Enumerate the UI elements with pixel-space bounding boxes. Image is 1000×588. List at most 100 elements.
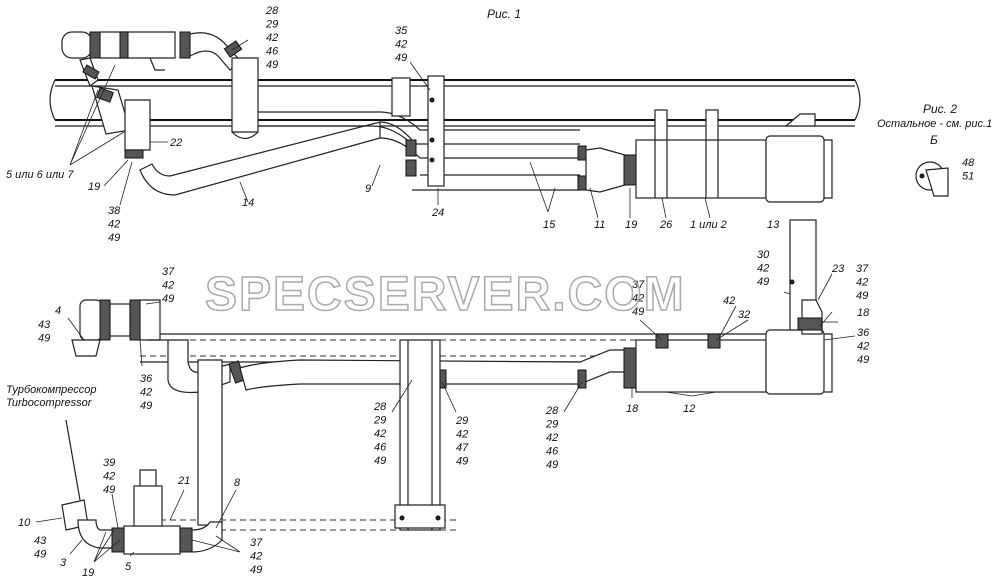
callout-line: 11 [594, 219, 605, 231]
callout-19-bottom: 19 [82, 567, 94, 579]
callout-line: 37 [250, 537, 263, 549]
callout-line: 46 [546, 446, 559, 458]
callout-line: 49 [250, 564, 262, 576]
callout-line: 12 [683, 403, 695, 415]
figure-2-title: Рис. 2 [923, 102, 957, 116]
bottom-crossmember [394, 339, 446, 531]
callout-line: 3 [60, 557, 67, 569]
top-pipe-9-15 [258, 111, 580, 191]
callout-3: 3 [60, 557, 67, 569]
callout-line: 49 [856, 290, 868, 302]
callout-line: 21 [177, 475, 190, 487]
callout-line: 28 [373, 401, 387, 413]
callout-line: 36 [140, 373, 153, 385]
callout-line: 49 [374, 455, 386, 467]
callout-line: 48 [962, 157, 975, 169]
callout-line: 43 [34, 535, 47, 547]
turbo-label-en: Turbocompressor [6, 397, 93, 409]
callout-line: 5 или 6 или 7 [6, 169, 74, 181]
callout-line: 29 [265, 19, 278, 31]
callout-line: 22 [169, 137, 182, 149]
callout-line: 24 [431, 207, 444, 219]
callout-14: 14 [242, 197, 254, 209]
bottom-turbo-outlet [61, 419, 223, 555]
callout-line: 49 [857, 354, 869, 366]
callout-line: 28 [265, 5, 279, 17]
callout-line: 42 [723, 295, 735, 307]
callout-line: 23 [831, 263, 845, 275]
callout-line: 42 [757, 263, 769, 275]
callout-32: 32 [738, 309, 750, 321]
top-upper-pipe [61, 31, 243, 135]
callout-line: 14 [242, 197, 254, 209]
callout-line: 35 [395, 25, 408, 37]
callout-line: 10 [18, 517, 31, 529]
top-bracket-24 [391, 75, 445, 187]
callout-line: 9 [365, 183, 371, 195]
callout-26: 26 [659, 219, 673, 231]
callout-line: 42 [632, 293, 644, 305]
callout-line: 49 [103, 484, 115, 496]
callout-42: 42 [723, 295, 735, 307]
callout-1-or-2: 1 или 2 [690, 219, 727, 231]
callout-line: 42 [162, 280, 174, 292]
callout-line: 49 [546, 459, 558, 471]
callout-22: 22 [169, 137, 182, 149]
callout-line: 13 [767, 219, 780, 231]
callout-line: 42 [856, 277, 868, 289]
callout-line: 1 или 2 [690, 219, 727, 231]
callout-line: 42 [108, 219, 120, 231]
callout-line: 19 [82, 567, 94, 579]
callout-line: 43 [38, 319, 51, 331]
callout-19-right: 19 [625, 219, 637, 231]
callout-line: 42 [374, 428, 386, 440]
callout-line: 42 [250, 551, 262, 563]
callout-line: 49 [456, 456, 468, 468]
callout-line: 29 [455, 415, 468, 427]
callout-line: 49 [395, 52, 407, 64]
callout-line: 51 [962, 171, 974, 183]
callout-24: 24 [431, 207, 444, 219]
figure-2-subtitle: Остальное - см. рис.1 [877, 118, 992, 130]
callout-line: 4 [55, 305, 61, 317]
callout-5-6-7: 5 или 6 или 7 [6, 169, 74, 181]
callout-line: 15 [543, 219, 556, 231]
callout-15: 15 [543, 219, 556, 231]
callout-9: 9 [365, 183, 371, 195]
callout-line: 49 [632, 306, 644, 318]
callout-line: 49 [140, 400, 152, 412]
callout-23: 23 [831, 263, 845, 275]
callout-line: 18 [857, 307, 870, 319]
callout-4: 4 [55, 305, 61, 317]
callout-18-mid: 18 [626, 403, 639, 415]
callout-line: 49 [108, 232, 120, 244]
callout-line: 46 [374, 442, 387, 454]
callout-line: 42 [456, 429, 468, 441]
callout-line: 26 [659, 219, 673, 231]
callout-12: 12 [683, 403, 695, 415]
callout-line: 47 [456, 442, 469, 454]
callout-line: 49 [38, 333, 50, 345]
callout-line: 42 [395, 39, 407, 51]
callout-line: 29 [545, 419, 558, 431]
top-frame-rail [49, 79, 861, 127]
view-b-label: Б [930, 133, 938, 147]
callout-line: 37 [162, 266, 175, 278]
callout-line: 49 [266, 59, 278, 71]
callout-line: 42 [546, 432, 558, 444]
callout-line: 19 [88, 181, 100, 193]
